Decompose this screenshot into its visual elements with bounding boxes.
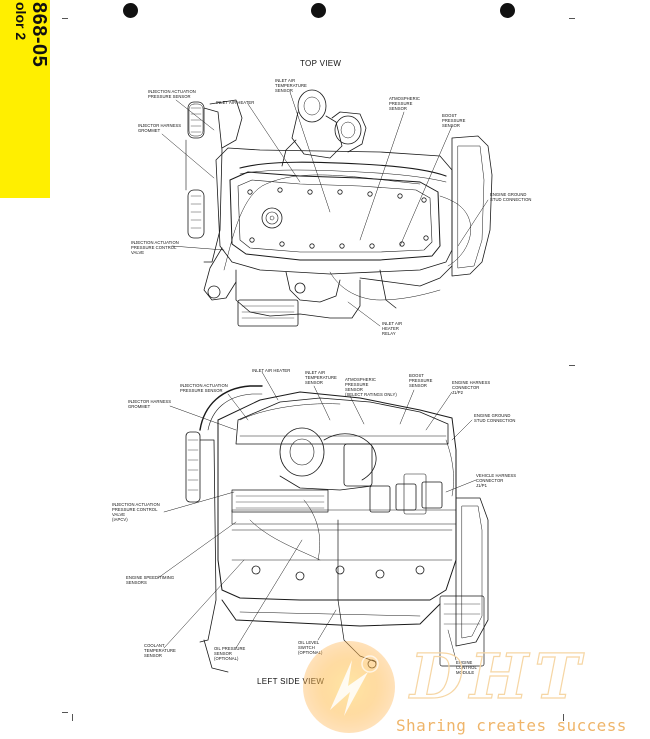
binder-hole-right (500, 3, 515, 18)
top-view-title: TOP VIEW (300, 59, 342, 68)
callout-coolant-temperature-sensor: COOLANT TEMPERATURE SENSOR (144, 643, 176, 658)
callout-oil-level-switch: OIL LEVEL SWITCH (OPTIONAL) (298, 640, 323, 655)
side-view-engine-drawing (185, 385, 489, 673)
callout-side-boost-pressure-sensor: BOOST PRESSURE SENSOR (409, 373, 433, 388)
side-view-title: LEFT SIDE VIEW (257, 677, 325, 686)
crop-mark (569, 18, 575, 19)
callout-engine-harness-connector-j1-p2: ENGINE HARNESS CONNECTOR J1/P2 (452, 380, 491, 395)
section-tab: 868-05 olor 2 (0, 0, 50, 198)
callout-inlet-air-temperature-sensor: INLET AIR TEMPERATURE SENSOR (275, 78, 307, 93)
callout-engine-control-module: ENGINE CONTROL MODULE (456, 660, 477, 675)
callout-oil-pressure-sensor: OIL PRESSURE SENSOR (OPTIONAL) (214, 646, 246, 661)
callout-side-inlet-air-heater: INLET AIR HEATER (252, 368, 291, 373)
binder-hole-left (123, 3, 138, 18)
crop-mark (563, 714, 564, 721)
callout-inlet-air-heater: INLET AIR HEATER (216, 100, 255, 105)
side-view-leader-lines (157, 371, 477, 661)
callout-atmospheric-pressure-sensor: ATMOSPHERIC PRESSURE SENSOR (389, 96, 420, 111)
callout-inlet-air-heater-relay: INLET AIR HEATER RELAY (382, 321, 403, 336)
callout-injection-actuation-pressure-sensor: INJECTION ACTUATION PRESSURE SENSOR (148, 89, 196, 99)
callout-side-inlet-air-temperature-sensor: INLET AIR TEMPERATURE SENSOR (305, 370, 337, 385)
crop-mark (62, 712, 68, 713)
callout-side-injection-actuation-pressure-sensor: INJECTION ACTUATION PRESSURE SENSOR (180, 383, 228, 393)
callout-side-engine-ground-stud-connection: ENGINE GROUND STUD CONNECTION (474, 413, 516, 423)
callout-injection-actuation-pressure-control-valve: INJECTION ACTUATION PRESSURE CONTROL VAL… (131, 240, 179, 255)
callout-engine-speed-timing-sensors: ENGINE SPEED/TIMING SENSORS (126, 575, 175, 585)
callout-side-atmospheric-pressure-sensor: ATMOSPHERIC PRESSURE SENSOR (SELECT RATI… (345, 377, 397, 397)
top-view-engine-drawing (185, 89, 493, 327)
callout-iapcv: INJECTION ACTUATION PRESSURE CONTROL VAL… (112, 502, 160, 522)
callout-engine-ground-stud-connection: ENGINE GROUND STUD CONNECTION (490, 192, 532, 202)
top-view-leader-lines (161, 91, 489, 327)
callout-injector-harness-grommet: INJECTOR HARNESS GROMMET (138, 123, 182, 133)
crop-mark (72, 714, 73, 721)
watermark-logo: DHT (409, 639, 587, 713)
crop-mark (569, 365, 575, 366)
crop-mark (62, 18, 68, 19)
watermark-slogan: Sharing creates success (396, 716, 627, 735)
binder-hole-middle (311, 3, 326, 18)
callout-vehicle-harness-connector-j1-p1: VEHICLE HARNESS CONNECTOR J1/P1 (476, 473, 517, 488)
callout-side-injector-harness-grommet: INJECTOR HARNESS GROMMET (128, 399, 172, 409)
callout-boost-pressure-sensor: BOOST PRESSURE SENSOR (442, 113, 466, 128)
